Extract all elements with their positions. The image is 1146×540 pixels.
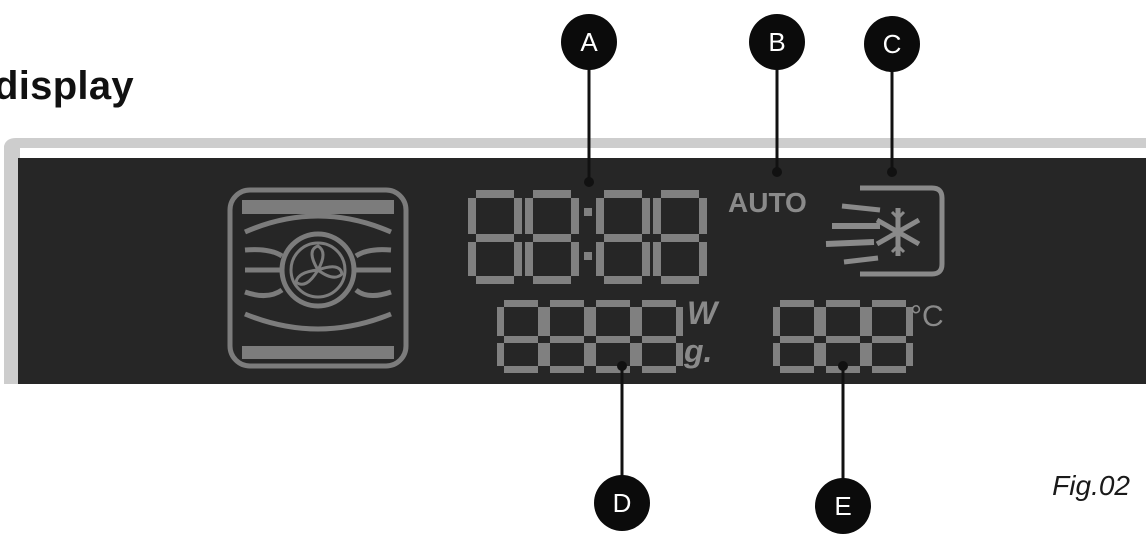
callout-a: A [561, 14, 617, 70]
callout-b: B [749, 14, 805, 70]
power-weight-digits [497, 300, 683, 373]
clock-digits [468, 190, 707, 284]
section-title: display [0, 64, 134, 108]
callout-c: C [864, 16, 920, 72]
callout-e: E [815, 478, 871, 534]
defrost-snowflake-icon [825, 185, 945, 277]
gram-unit: g. [683, 333, 712, 369]
svg-text:B: B [768, 27, 785, 57]
watt-unit: W [687, 295, 720, 331]
svg-text:D: D [613, 488, 632, 518]
auto-indicator: AUTO [728, 187, 807, 218]
callout-d: D [594, 475, 650, 531]
figure-label: Fig.02 [1052, 470, 1130, 501]
svg-text:C: C [883, 29, 902, 59]
svg-text:E: E [834, 491, 851, 521]
callout-leaders [587, 66, 894, 480]
svg-text:A: A [580, 27, 598, 57]
callout-anchor-dots [584, 167, 897, 371]
oven-fan-icon [227, 187, 409, 369]
celsius-unit: °C [910, 300, 944, 333]
lcd-panel [18, 158, 1146, 384]
